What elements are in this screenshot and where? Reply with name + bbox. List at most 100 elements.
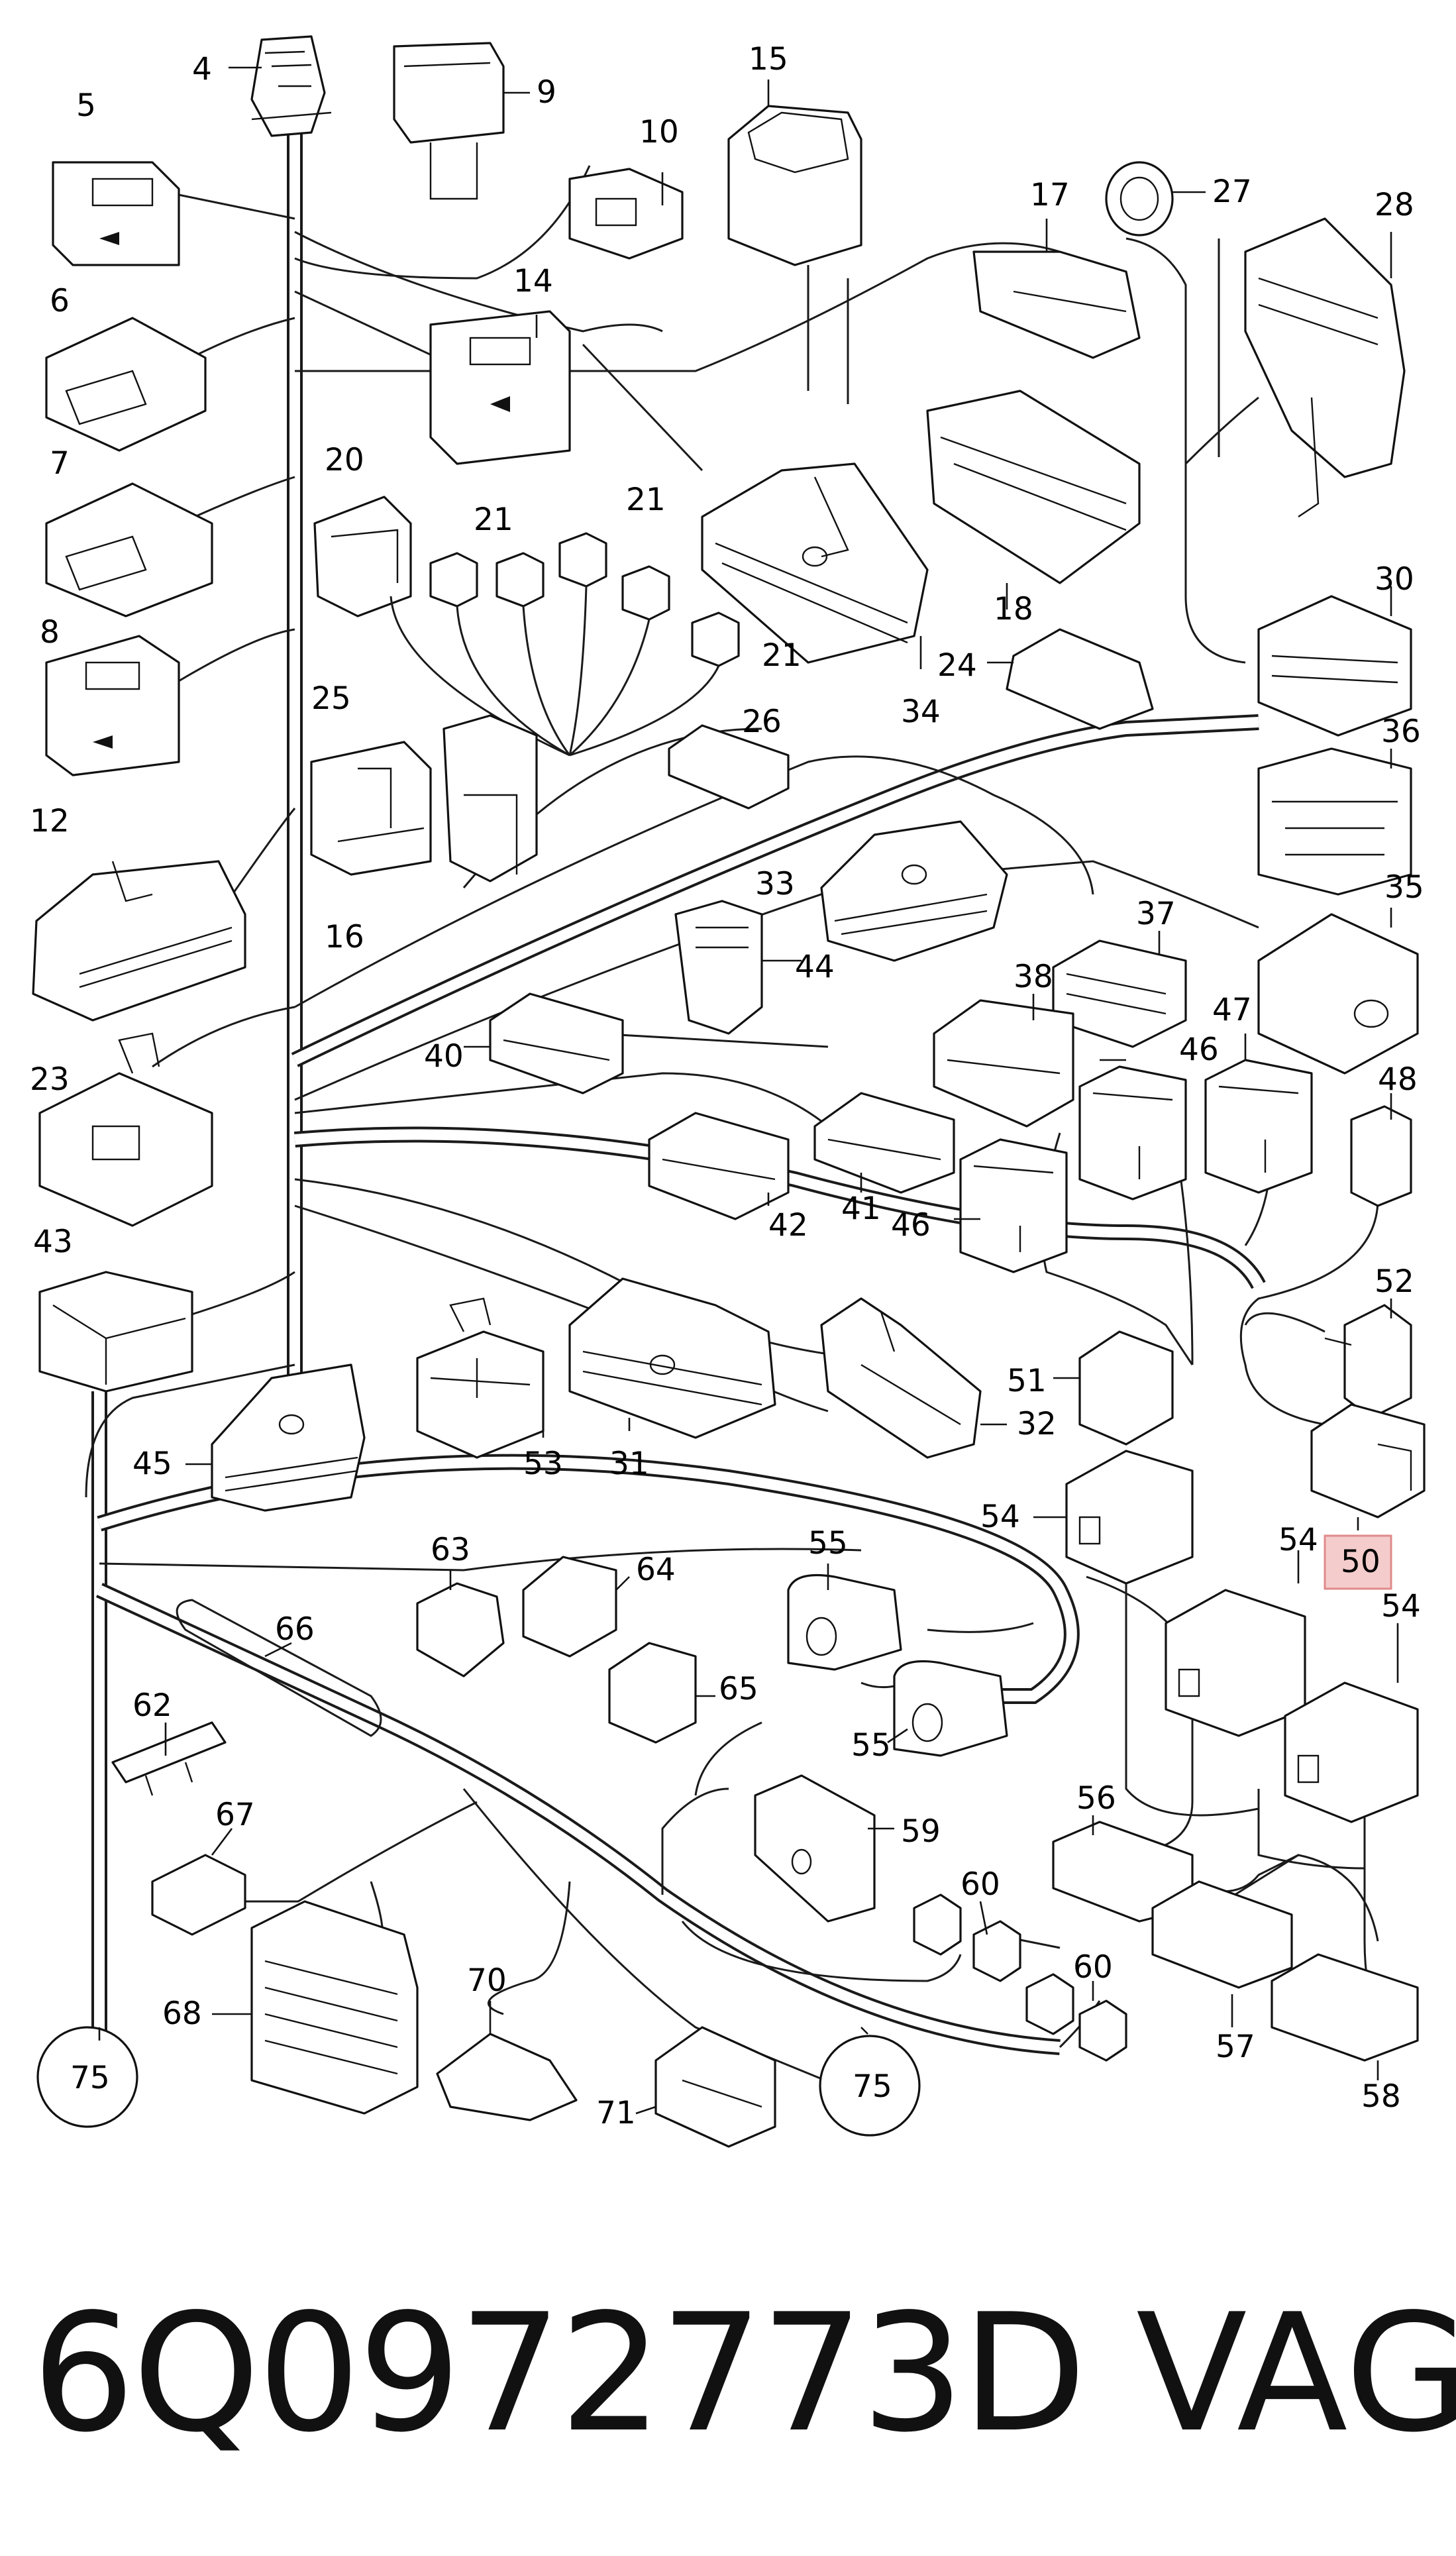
label-65: 65 [719,1671,758,1707]
connector-18 [926,390,1141,584]
label-68: 68 [162,1996,202,2032]
connector-68 [250,1900,419,2115]
sensor-21-group [390,532,740,757]
solenoid-55-b [893,1660,1008,1757]
connector-6 [45,317,207,452]
brand-name: VAG [1136,2279,1456,2468]
label-7: 7 [50,445,70,482]
label-45: 45 [132,1446,172,1482]
label-62: 62 [132,1687,172,1724]
connector-17 [972,250,1141,359]
label-33: 33 [755,866,795,902]
ref-circle-75-right [819,2035,921,2137]
label-18: 18 [994,591,1033,627]
connector-50 [1310,1403,1426,1518]
label-27: 27 [1212,174,1252,210]
label-4: 4 [192,51,212,87]
label-55b: 55 [851,1727,891,1764]
connectors [32,35,1426,2148]
label-36: 36 [1381,714,1421,750]
connector-16 [310,741,432,876]
label-40: 40 [424,1038,464,1075]
label-26: 26 [742,704,782,740]
connector-54-b [1165,1589,1306,1737]
connector-40 [489,992,624,1094]
label-37: 37 [1136,896,1176,932]
connector-4 [250,35,332,137]
connector-54-c [1284,1681,1419,1823]
label-47: 47 [1212,992,1252,1028]
leader-lines [98,66,1399,2115]
bracket-62 [111,1721,227,1796]
connector-23 [38,1032,213,1227]
label-6: 6 [50,283,70,319]
label-21c: 21 [762,637,802,674]
connector-42 [648,1112,790,1220]
connector-7 [45,482,213,617]
label-54b: 54 [1278,1522,1318,1558]
label-8: 8 [40,614,60,651]
label-5: 5 [76,87,96,124]
label-63: 63 [431,1532,470,1568]
label-51: 51 [1007,1363,1047,1399]
label-57: 57 [1216,2029,1255,2065]
label-38: 38 [1014,959,1053,995]
label-16: 16 [325,919,364,955]
label-53: 53 [523,1446,563,1482]
label-34: 34 [901,694,941,730]
label-54c: 54 [1381,1588,1421,1624]
label-15: 15 [749,41,788,78]
label-46b: 46 [1179,1032,1219,1068]
label-66: 66 [275,1611,315,1648]
label-46a: 46 [891,1207,931,1244]
connector-30 [1257,595,1412,737]
connector-38 [933,999,1074,1128]
label-60b: 60 [1073,1949,1113,1986]
connector-54-a [1065,1450,1194,1585]
connector-41 [813,1092,955,1194]
label-48: 48 [1378,1061,1418,1098]
label-44: 44 [795,949,835,985]
label-10: 10 [639,114,679,150]
label-28: 28 [1375,187,1414,223]
label-41: 41 [841,1191,881,1227]
harness-wires [85,40,1379,2088]
highlight-box [1324,1534,1392,1590]
label-70: 70 [467,1962,507,1999]
sensor-60-group [913,1893,1127,2062]
connector-53 [416,1297,545,1459]
ref-circle-75-left [36,2026,138,2128]
connector-59 [754,1774,876,1923]
connector-31 [568,1277,776,1439]
part-number: 6Q0972773D [32,2279,1087,2468]
connector-57 [1151,1880,1293,1989]
connector-28 [1244,217,1406,517]
connector-52 [1324,1304,1412,1419]
label-23: 23 [30,1061,70,1098]
connector-25 [442,714,538,882]
label-60a: 60 [961,1866,1000,1903]
label-21a: 21 [474,502,513,538]
connector-20 [313,496,412,617]
label-21b: 21 [626,482,666,518]
connector-64 [522,1556,617,1658]
label-24: 24 [937,647,977,684]
label-35: 35 [1384,869,1424,906]
label-59: 59 [901,1813,941,1850]
connector-47 [1204,1059,1313,1194]
connector-51 [1078,1330,1174,1446]
connector-9 [393,42,505,200]
label-64: 64 [636,1552,676,1588]
label-58: 58 [1361,2078,1401,2115]
connector-58 [1271,1953,1419,2062]
connector-12 [32,860,246,1022]
connector-44 [674,900,763,1035]
label-56: 56 [1076,1780,1116,1817]
connector-24 [1006,628,1154,730]
connector-34 [701,462,929,664]
connector-36 [1257,747,1412,896]
label-42: 42 [768,1207,808,1244]
label-31: 31 [609,1446,649,1482]
connector-15 [727,105,862,266]
